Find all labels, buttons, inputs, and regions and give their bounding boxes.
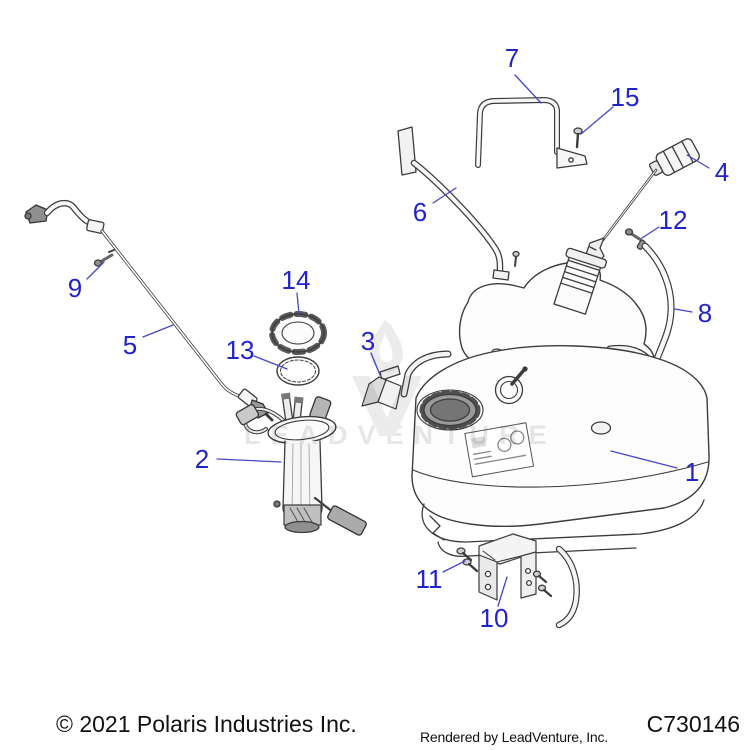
callout-9: 9 — [67, 273, 83, 303]
callout-13: 13 — [225, 335, 255, 365]
callout-14: 14 — [281, 265, 311, 295]
part-3-heat-shield — [361, 376, 402, 410]
part-12-clip — [624, 228, 646, 250]
copyright-text: © 2021 Polaris Industries Inc. — [56, 711, 357, 737]
part-11-bolts — [456, 547, 479, 573]
diagram-code: C730146 — [646, 711, 740, 737]
part-2-fuel-pump — [235, 392, 367, 536]
callout-1: 1 — [684, 457, 700, 487]
part-5-fuel-line — [24, 199, 274, 422]
part-15-bolt — [573, 127, 583, 149]
callout-10: 10 — [479, 603, 509, 633]
callout-5: 5 — [122, 330, 138, 360]
callout-11: 11 — [415, 564, 443, 594]
tank-label — [464, 422, 535, 478]
part-7-upper-strap — [475, 97, 588, 169]
part-10-bracket — [478, 533, 580, 629]
part-1-fuel-tank — [379, 247, 710, 558]
callout-8: 8 — [697, 298, 713, 328]
rendered-by-text: Rendered by LeadVenture, Inc. — [420, 729, 609, 745]
callout-6: 6 — [412, 197, 428, 227]
part-13-seal-ring — [276, 356, 320, 386]
part-14-lock-ring — [269, 311, 327, 355]
part-6-front-strap — [397, 126, 520, 281]
callout-7: 7 — [504, 43, 520, 73]
callout-leader-lines — [86, 74, 710, 607]
callout-15: 15 — [610, 82, 640, 112]
callout-2: 2 — [194, 444, 210, 474]
callout-12: 12 — [658, 205, 688, 235]
callout-4: 4 — [714, 157, 730, 187]
callout-3: 3 — [360, 326, 376, 356]
filler-neck — [553, 247, 607, 315]
part-4-fuel-cap — [584, 138, 700, 264]
part-9-clip — [93, 249, 115, 267]
